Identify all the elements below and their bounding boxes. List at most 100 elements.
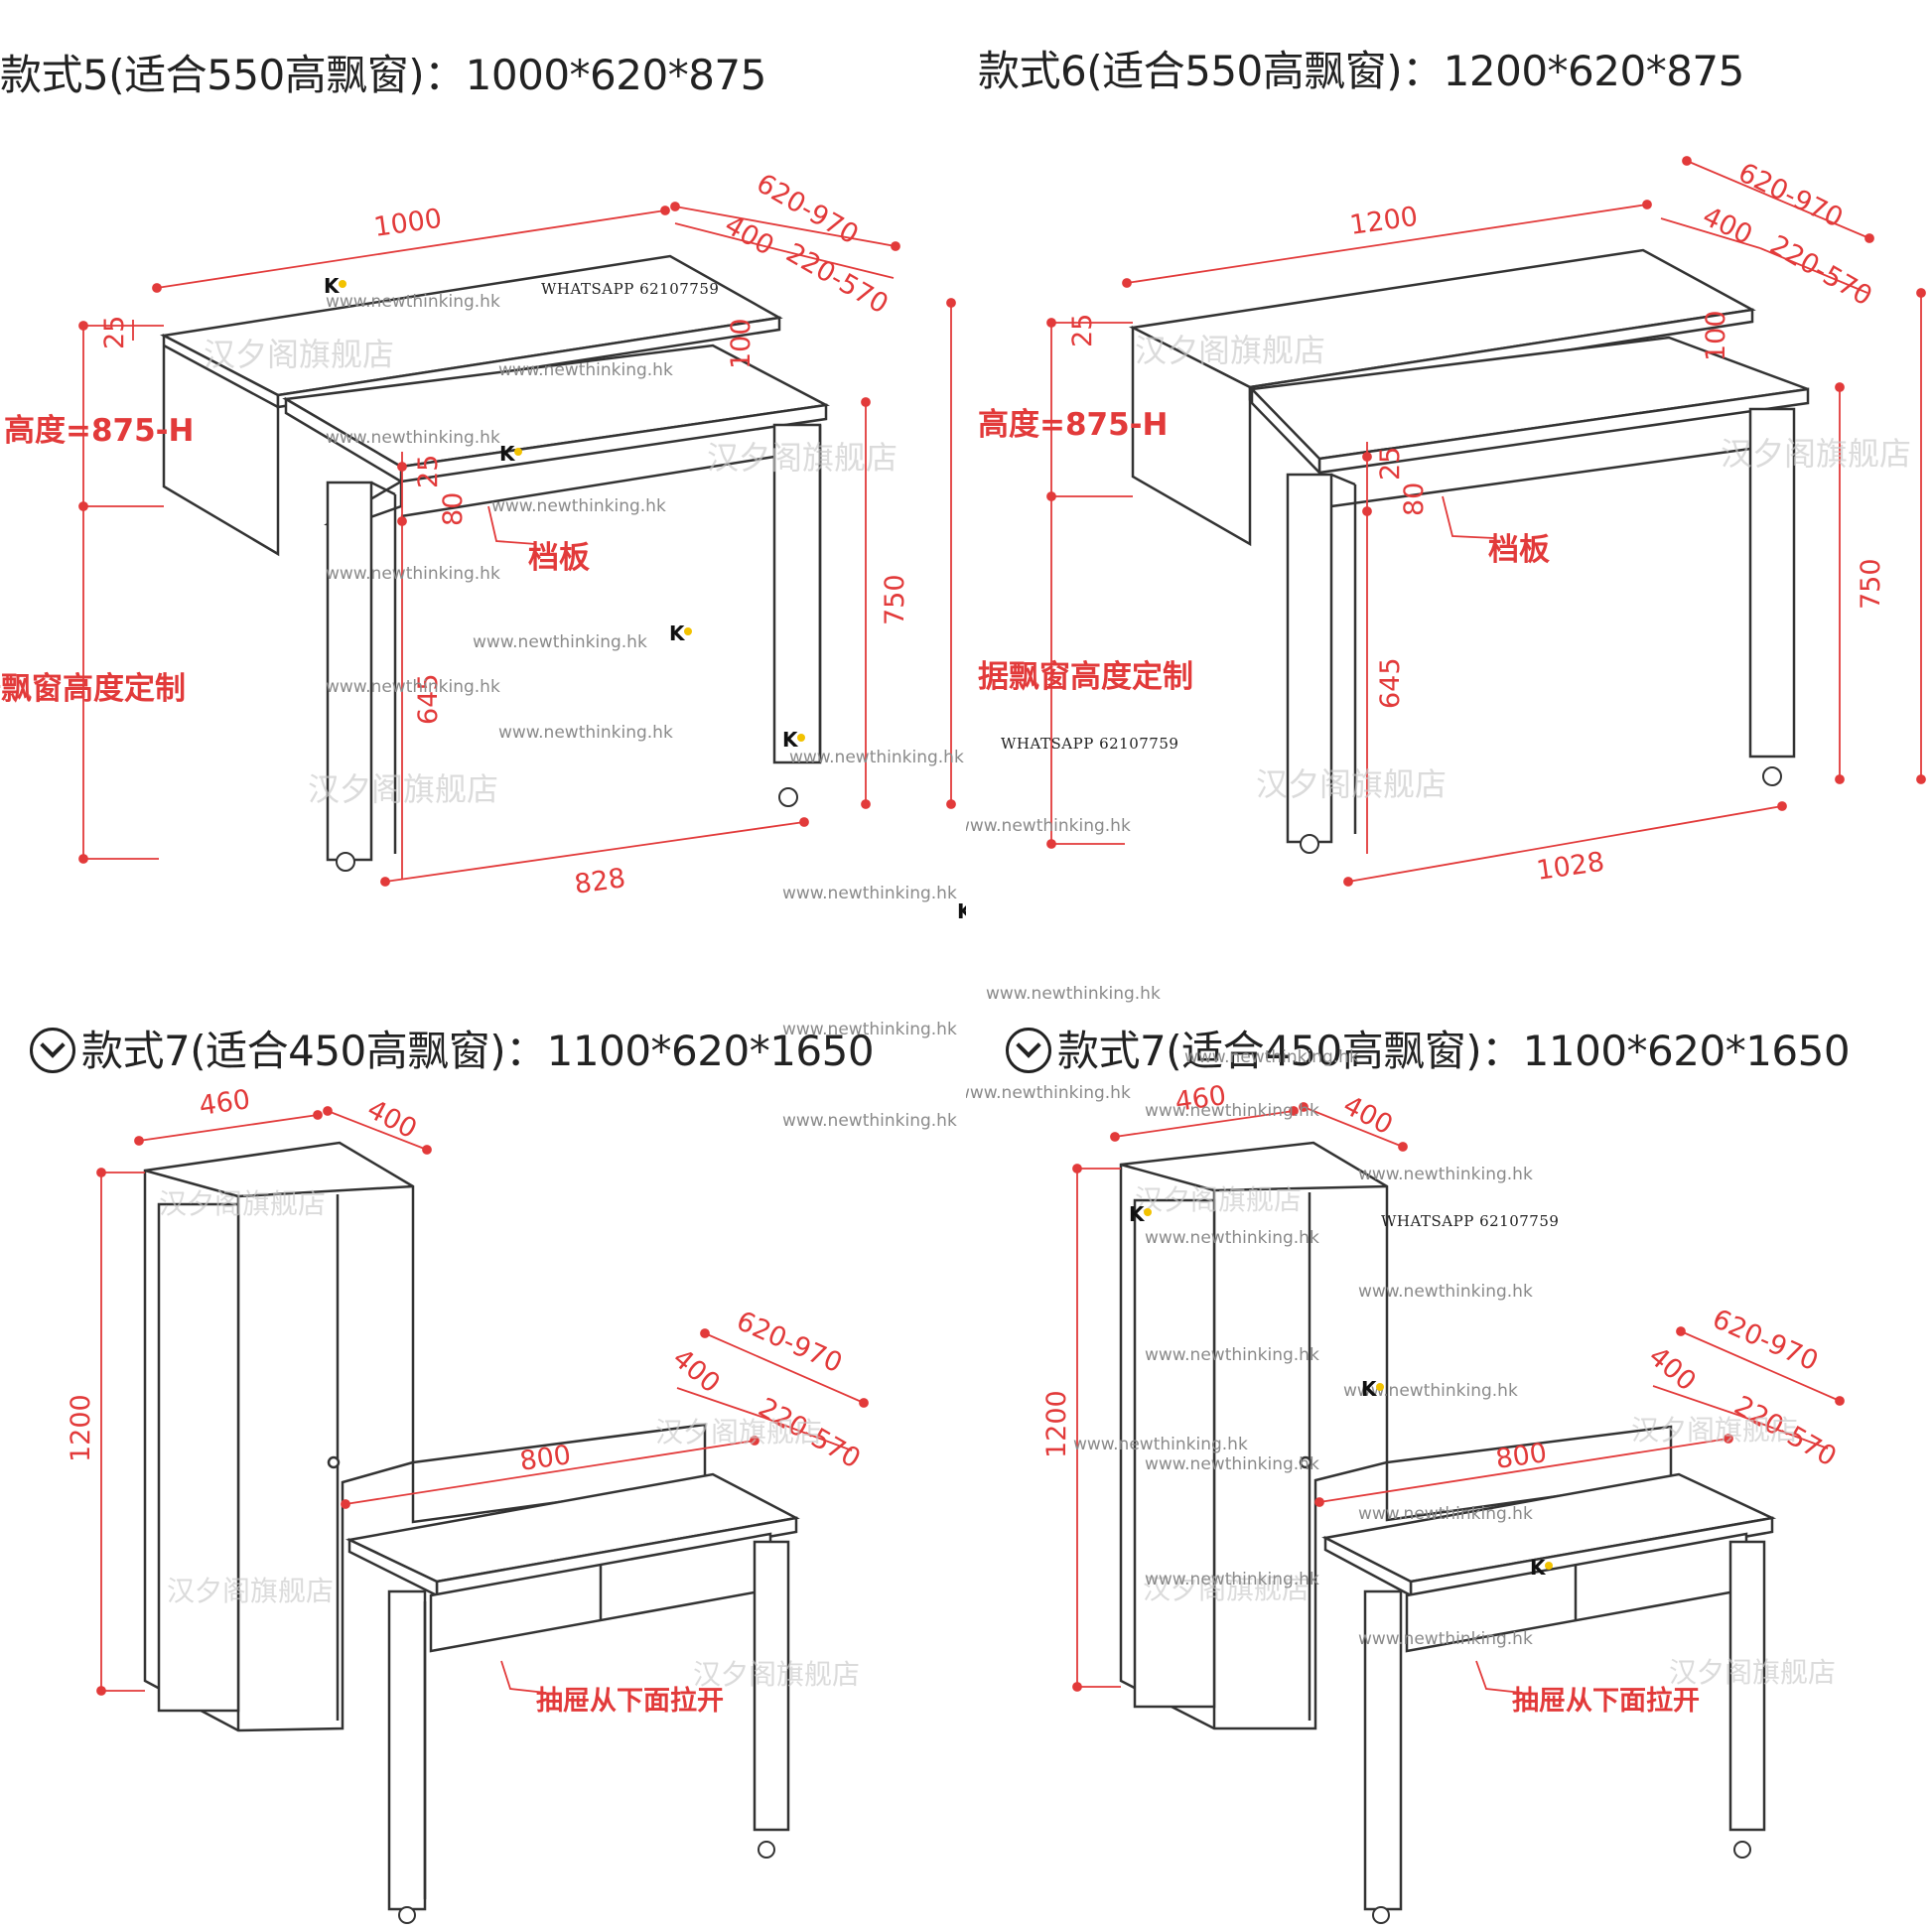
dim-400: 400 xyxy=(720,209,779,262)
drawer-label: 抽屉从下面拉开 xyxy=(1512,1686,1700,1717)
logo-icon: K xyxy=(957,899,966,923)
desk-outline xyxy=(345,1423,800,1911)
shop-watermark: 汉夕阁旗舰店 xyxy=(308,770,499,808)
height-label: 高度=875-H xyxy=(4,413,195,449)
dim-220-570: 220-570 xyxy=(1765,229,1877,312)
desk-outline xyxy=(1321,1425,1777,1911)
shop-watermark: 汉夕阁旗舰店 xyxy=(204,336,395,373)
dim-width: 1200 xyxy=(1348,202,1420,241)
dim-desk-width: 800 xyxy=(518,1440,573,1477)
dim-cabinet-height: 1200 xyxy=(1041,1390,1072,1458)
dim-400: 400 xyxy=(667,1343,726,1400)
dim-80: 80 xyxy=(438,492,469,526)
panel-title: 款式5(适合550高飘窗)：1000*620*875 xyxy=(0,51,766,99)
dimension-lines xyxy=(1046,156,1926,887)
logo-icon: K xyxy=(499,442,521,466)
panel-style-7-left: 款式7(适合450高飘窗)：1100*620*1650 xyxy=(0,966,966,1932)
chevron-down-icon xyxy=(30,1027,75,1073)
dim-cabinet-width: 460 xyxy=(1173,1080,1228,1118)
dim-cabinet-depth: 400 xyxy=(362,1094,422,1146)
logo-icon: K xyxy=(669,621,691,645)
whatsapp-watermark: WHATSAPP 62107759 xyxy=(541,280,720,298)
url-watermark: www.newthinking.hk xyxy=(326,292,500,312)
url-watermark: www.newthinking.hk xyxy=(782,884,957,903)
front-table-outline xyxy=(1249,336,1810,844)
url-watermark: www.newthinking.hk xyxy=(473,632,647,652)
cabinet-desk-drawing: 460 400 1200 620-970 400 220-570 800 xyxy=(66,1084,869,1924)
url-watermark: www.newthinking.hk xyxy=(782,1111,957,1131)
dim-25-top: 25 xyxy=(1067,314,1098,347)
panel-title-text: 款式7(适合450高飘窗)：1100*620*1650 xyxy=(1057,1027,1851,1075)
dim-645: 645 xyxy=(1375,657,1406,709)
url-watermark: www.newthinking.hk xyxy=(966,816,1131,836)
custom-height-label: 据飘窗高度定制 xyxy=(978,659,1193,695)
shop-watermark: 汉夕阁旗舰店 xyxy=(1135,332,1326,369)
url-watermark: www.newthinking.hk xyxy=(1145,1228,1319,1248)
whatsapp-watermark: WHATSAPP 62107759 xyxy=(1001,735,1179,753)
dim-length: 828 xyxy=(573,863,627,900)
url-watermark: www.newthinking.hk xyxy=(326,428,500,448)
panel-style-5: 款式5(适合550高飘窗)：1000*620*875 xyxy=(0,0,966,966)
dim-25-top: 25 xyxy=(99,316,130,349)
url-watermark: www.newthinking.hk xyxy=(1145,1345,1319,1365)
dim-length: 1028 xyxy=(1535,847,1606,887)
dim-desk-width: 800 xyxy=(1494,1438,1549,1475)
drawer-label: 抽屉从下面拉开 xyxy=(536,1686,724,1717)
url-watermark: www.newthinking.hk xyxy=(966,1083,1131,1103)
dim-400: 400 xyxy=(1698,201,1757,250)
panel-style-7-right: 款式7(适合450高飘窗)：1100*620*1650 xyxy=(966,966,1932,1932)
shop-watermark: 汉夕阁旗舰店 xyxy=(1256,765,1448,803)
panel-title: 款式6(适合550高飘窗)：1200*620*875 xyxy=(978,47,1744,95)
shop-watermark: 汉夕阁旗舰店 xyxy=(707,439,898,477)
caster-wheels xyxy=(1372,1841,1751,1924)
cabinet-desk-drawing: 460 400 1200 620-970 400 220-570 800 xyxy=(1041,1080,1845,1924)
url-watermark: www.newthinking.hk xyxy=(1343,1381,1518,1401)
panel-title: 款式7(适合450高飘窗)：1100*620*1650 xyxy=(30,1018,875,1078)
baffle-label: 档板 xyxy=(528,540,590,576)
dim-depth: 620-970 xyxy=(732,1306,847,1379)
shop-watermark: 汉夕阁旗舰店 xyxy=(1669,1656,1837,1689)
shop-watermark: 汉夕阁旗舰店 xyxy=(1143,1573,1311,1605)
dim-cabinet-width: 460 xyxy=(198,1084,252,1122)
url-watermark: www.newthinking.hk xyxy=(986,984,1161,1004)
shop-watermark: 汉夕阁旗舰店 xyxy=(1721,435,1912,473)
back-table-outline xyxy=(160,254,783,557)
shop-watermark: 汉夕阁旗舰店 xyxy=(167,1575,335,1607)
caster-wheels xyxy=(398,1841,775,1924)
dim-400: 400 xyxy=(1643,1341,1702,1398)
dim-750: 750 xyxy=(880,574,910,625)
baffle-label: 档板 xyxy=(1488,532,1550,568)
panel-title: 款式7(适合450高飘窗)：1100*620*1650 xyxy=(1006,1018,1851,1078)
url-watermark: www.newthinking.hk xyxy=(1145,1570,1319,1589)
table-drawing: 1200 620-970 400 220-570 25 100 25 80 75… xyxy=(1046,156,1926,887)
dimension-lines xyxy=(1072,1102,1845,1694)
url-watermark: www.newthinking.hk xyxy=(1184,1047,1359,1067)
custom-height-label: 据飘窗高度定制 xyxy=(0,671,186,707)
height-label: 高度=875-H xyxy=(978,407,1169,443)
url-watermark: www.newthinking.hk xyxy=(789,748,964,767)
shop-watermark: 汉夕阁旗舰店 xyxy=(159,1187,327,1220)
dim-80: 80 xyxy=(1399,483,1430,516)
url-watermark: www.newthinking.hk xyxy=(1358,1282,1533,1302)
dimension-lines xyxy=(96,1106,869,1696)
shop-watermark: 汉夕阁旗舰店 xyxy=(693,1658,861,1691)
caster-wheels xyxy=(1300,766,1782,854)
url-watermark: www.newthinking.hk xyxy=(1145,1101,1319,1121)
panel-style-6: 款式6(适合550高飘窗)：1200*620*875 xyxy=(966,0,1932,966)
url-watermark: www.newthinking.hk xyxy=(498,723,673,743)
chevron-down-icon xyxy=(1006,1027,1051,1073)
logo-icon: K xyxy=(1129,1202,1151,1226)
panel-title-text: 款式7(适合450高飘窗)：1100*620*1650 xyxy=(81,1027,875,1075)
url-watermark: www.newthinking.hk xyxy=(326,564,500,584)
dim-645: 645 xyxy=(413,673,444,725)
logo-icon: K xyxy=(1530,1556,1552,1580)
cabinet-outline xyxy=(143,1141,415,1732)
url-watermark: www.newthinking.hk xyxy=(1358,1629,1533,1649)
dim-width: 1000 xyxy=(372,204,444,243)
shop-watermark: 汉夕阁旗舰店 xyxy=(1135,1183,1303,1216)
url-watermark: www.newthinking.hk xyxy=(1145,1454,1319,1474)
url-watermark: www.newthinking.hk xyxy=(1358,1165,1533,1184)
table-drawing: 1000 620-970 400 220-570 25 100 25 80 75… xyxy=(78,168,956,900)
dim-220-570: 220-570 xyxy=(781,237,894,320)
cabinet-outline xyxy=(1119,1141,1389,1730)
